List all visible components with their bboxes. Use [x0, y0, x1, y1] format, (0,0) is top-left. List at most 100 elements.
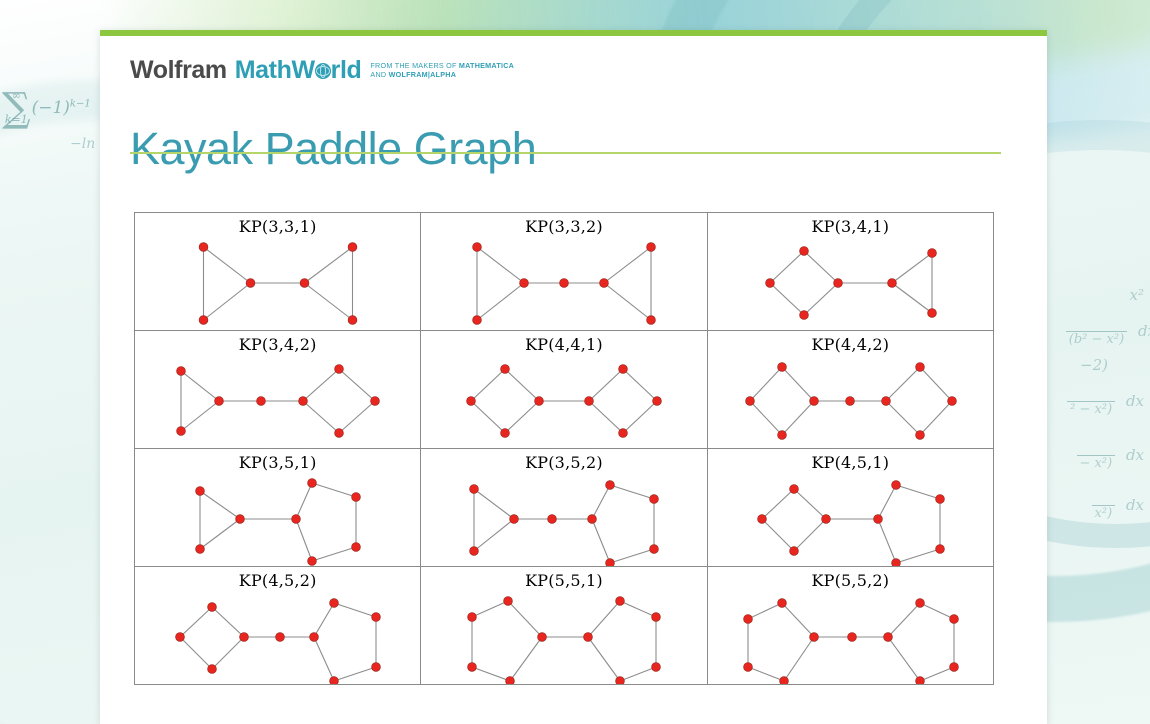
graph-vertex [764, 278, 775, 288]
graph-vertex [756, 514, 767, 524]
graph-vertex [926, 248, 937, 258]
graph-edge [179, 606, 213, 638]
graph-label: KP(3,4,2) [238, 335, 317, 354]
graph-label: KP(5,5,1) [525, 571, 603, 590]
logo-mathworld-text: MathW rld [235, 56, 362, 84]
graph-cell[interactable]: KP(5,5,2) [706, 566, 995, 685]
graph-cell[interactable]: KP(3,5,1) [133, 448, 422, 567]
graph-cell[interactable]: KP(4,4,2) [706, 330, 995, 449]
graph-edge [180, 370, 220, 402]
graph-vertex [599, 278, 610, 288]
graph-figure: KP(4,5,1) [708, 449, 993, 566]
graph-drawing [467, 596, 662, 684]
graph-vertex [798, 310, 809, 320]
graph-edge [749, 366, 783, 402]
graph-edge [476, 282, 525, 321]
graph-vertex [742, 662, 753, 672]
graph-label: KP(3,5,1) [238, 453, 317, 472]
graph-edge [610, 548, 655, 564]
graph-vertex [214, 396, 224, 406]
graph-cell[interactable]: KP(5,5,1) [420, 566, 708, 685]
graph-vertex [880, 396, 891, 406]
graph-edge [769, 250, 805, 284]
logo-rld-text: rld [330, 56, 362, 84]
graph-vertex [652, 396, 663, 406]
graph-cell[interactable]: KP(3,4,2) [133, 330, 422, 449]
graph-drawing [195, 478, 361, 566]
graph-edge [793, 488, 827, 520]
graph-vertex [509, 514, 520, 524]
graph-vertex [846, 632, 857, 642]
summation-body: (−1)k−1 [31, 98, 91, 118]
graph-edge [302, 400, 340, 434]
graph-vertex [776, 598, 787, 608]
graph-edge [781, 366, 815, 402]
logo-wolfram-text: Wolfram [130, 56, 227, 84]
background-formula-minus2: −2) [1080, 356, 1108, 374]
site-logo[interactable]: Wolfram MathW rld FROM THE MAKERS OF MAT… [130, 56, 514, 84]
graph-cell[interactable]: KP(3,4,1) [706, 212, 995, 331]
graph-edge [895, 548, 940, 564]
graph-edge [473, 518, 515, 552]
graph-vertex [198, 315, 209, 325]
graph-cell[interactable]: KP(3,3,1) [133, 212, 422, 331]
graph-vertex [615, 596, 626, 606]
graph-edge [891, 282, 932, 314]
graph-vertex [371, 662, 381, 672]
graph-cell[interactable]: KP(4,5,2) [133, 566, 422, 685]
graph-edge [610, 484, 655, 500]
graph-vertex [519, 278, 530, 288]
graph-edge [761, 518, 795, 552]
graph-edge [603, 246, 652, 284]
graph-vertex [469, 484, 480, 494]
graph-vertex [583, 632, 594, 642]
graph-edge [203, 282, 251, 321]
graph-edge [211, 606, 245, 638]
graph-label: KP(5,5,2) [811, 571, 890, 590]
graph-drawing [176, 364, 380, 438]
background-summation-formula: ∞ ∑ k=1 (−1)k−1 [2, 88, 91, 128]
graph-vertex [649, 544, 660, 554]
globe-icon [314, 63, 331, 79]
graph-edge [338, 368, 376, 402]
graph-edge [587, 636, 621, 682]
graph-vertex [914, 430, 925, 440]
graph-figure: KP(4,4,2) [708, 331, 993, 448]
graph-vertex [291, 514, 301, 524]
graph-edge [761, 488, 795, 520]
graph-edge [622, 400, 658, 434]
graph-edge [622, 368, 658, 402]
graph-cell[interactable]: KP(4,4,1) [420, 330, 708, 449]
graph-vertex [948, 614, 959, 624]
graph-cell[interactable]: KP(3,5,2) [420, 448, 708, 567]
graph-vertex [890, 480, 901, 490]
graph-vertex [605, 480, 616, 490]
graph-label: KP(4,4,1) [525, 335, 603, 354]
graph-vertex [886, 278, 897, 288]
graph-edge [295, 482, 313, 520]
graph-cell[interactable]: KP(4,5,1) [706, 448, 995, 567]
graph-figure: KP(3,3,2) [421, 213, 706, 330]
graph-table-row: KP(4,5,2) KP(5,5,1) KP(5,5,2) [133, 566, 995, 685]
graph-edge [747, 666, 784, 682]
graph-vertex [176, 426, 186, 436]
graph-vertex [207, 602, 217, 612]
graph-vertex [926, 308, 937, 318]
graph-figure: KP(3,3,1) [135, 213, 420, 330]
graph-label: KP(3,5,2) [525, 453, 603, 472]
graph-vertex [307, 556, 317, 566]
graph-edge [304, 282, 353, 321]
graph-edge [877, 484, 897, 520]
logo-tagline: FROM THE MAKERS OF MATHEMATICA AND WOLFR… [370, 61, 514, 79]
graph-vertex [256, 396, 266, 406]
graph-vertex [890, 558, 901, 566]
graph-drawing [756, 480, 945, 566]
graph-vertex [778, 676, 789, 684]
kayak-paddle-graph-table: KP(3,3,1) KP(3,3,2) KP(3,4,1) KP(3,4,2) KP(4… [133, 212, 995, 685]
graph-vertex [776, 362, 787, 372]
sigma-glyph: ∑ [2, 85, 31, 131]
graph-vertex [245, 278, 256, 288]
graph-label: KP(3,3,2) [525, 217, 603, 236]
graph-cell[interactable]: KP(3,3,2) [420, 212, 708, 331]
graph-table-row: KP(3,5,1) KP(3,5,2) KP(4,5,1) [133, 448, 995, 567]
